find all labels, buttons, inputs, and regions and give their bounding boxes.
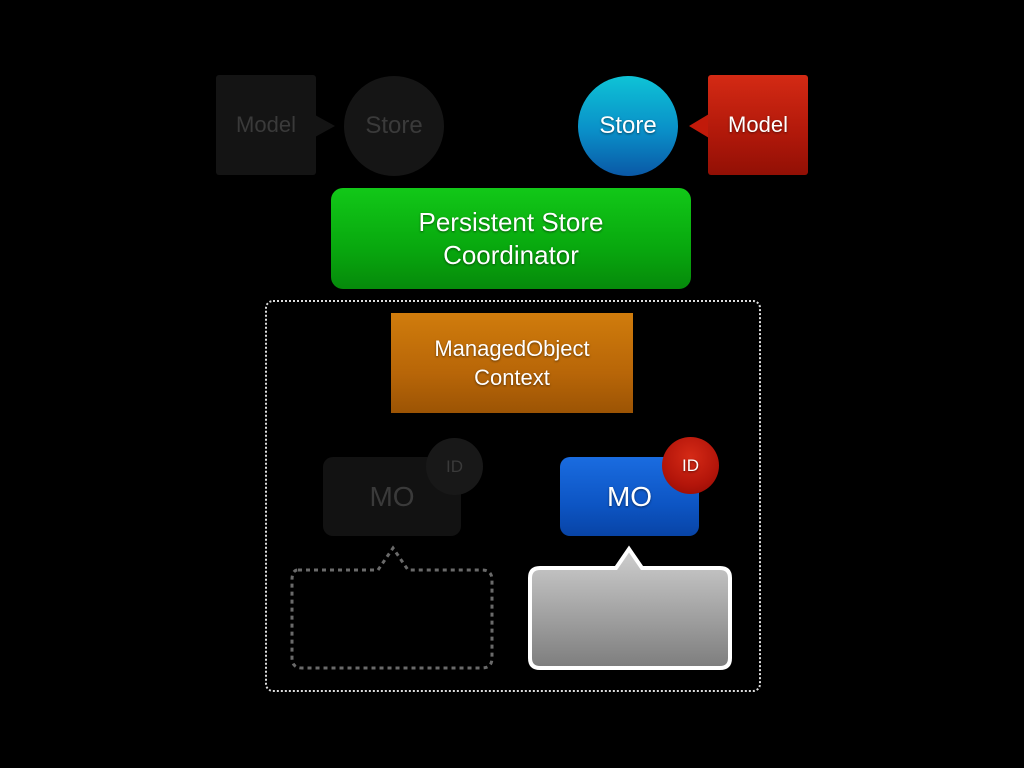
object-id-left-badge: ID	[426, 438, 483, 495]
store-right-circle: Store	[578, 76, 678, 176]
mo-left-label: MO	[369, 480, 415, 512]
store-right-label: Store	[599, 112, 657, 139]
persistent-store-coordinator: Persistent Store Coordinator	[331, 188, 691, 289]
coordinator-line-2: Coordinator	[443, 239, 579, 270]
id-left-label: ID	[446, 456, 463, 476]
model-left-label: Model	[236, 112, 296, 137]
context-line-1: ManagedObject	[434, 336, 590, 361]
coordinator-line-1: Persistent Store	[418, 206, 604, 237]
model-right-box: Model	[708, 75, 808, 175]
context-line-2: Context	[474, 365, 550, 390]
model-right-pointer	[689, 114, 709, 138]
property-bubble-left	[290, 545, 494, 670]
id-right-label: ID	[682, 455, 699, 475]
store-left-circle: Store	[344, 76, 444, 176]
store-left-label: Store	[365, 112, 423, 139]
model-right-label: Model	[728, 112, 788, 137]
mo-right-label: MO	[606, 480, 653, 512]
object-id-right-badge: ID	[662, 437, 719, 494]
context-boundary	[265, 300, 761, 692]
model-left-box: Model	[216, 75, 316, 175]
managed-object-right: MO	[560, 457, 699, 536]
property-bubble-right	[528, 545, 732, 670]
model-left-pointer	[315, 115, 335, 137]
managed-object-context: ManagedObject Context	[391, 313, 633, 413]
